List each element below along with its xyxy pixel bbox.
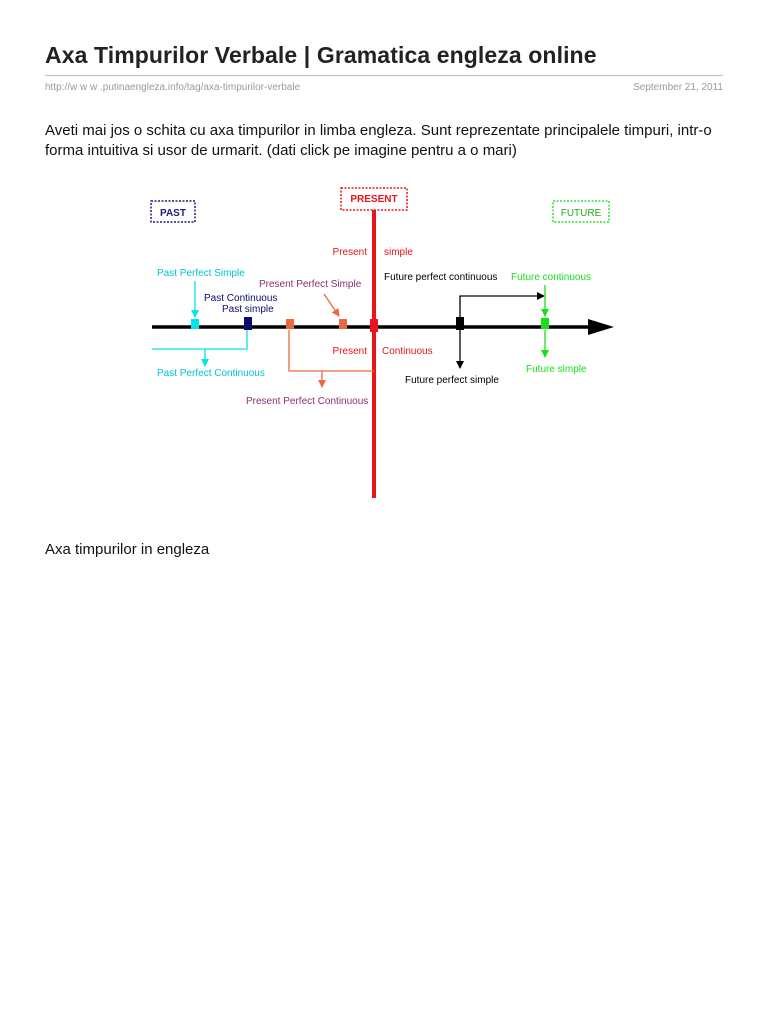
label-past-perfect-simple: Past Perfect Simple (157, 268, 245, 279)
label-future-perfect-simple: Future perfect simple (405, 375, 499, 386)
label-future-perfect-continuous: Future perfect continuous (384, 272, 497, 283)
figure-caption: Axa timpurilor in engleza (45, 541, 210, 558)
tense-axis-svg: PAST PRESENT FUTURE Present simple Past … (150, 187, 614, 498)
label-present-perfect-simple: Present Perfect Simple (259, 279, 362, 290)
publish-date: September 21, 2011 (633, 82, 723, 93)
arrow-present-perfect-simple (323, 293, 340, 317)
label-past-continuous: Past Continuous (204, 293, 277, 304)
label-present-continuous-b: Continuous (382, 346, 433, 357)
arrow-future-perfect-continuous (459, 292, 545, 319)
label-present-simple-b: simple (384, 247, 413, 258)
label-present-simple-a: Present (333, 247, 368, 258)
marker-future-perfect (456, 317, 464, 330)
bracket-past-perfect-continuous (152, 330, 248, 350)
present-box: PRESENT (340, 187, 408, 211)
marker-past-simple (244, 317, 252, 330)
marker-present (370, 319, 378, 332)
label-past-perfect-continuous: Past Perfect Continuous (157, 368, 265, 379)
future-box: FUTURE (552, 200, 610, 223)
title-divider (45, 75, 723, 76)
source-url-link[interactable]: http://w w w .putinaengleza.info/tag/axa… (45, 82, 301, 93)
intro-paragraph: Aveti mai jos o schita cu axa timpurilor… (45, 122, 712, 159)
page-title: Axa Timpurilor Verbale | Gramatica engle… (45, 42, 597, 68)
present-box-label: PRESENT (350, 194, 397, 205)
label-present-perfect-continuous: Present Perfect Continuous (246, 396, 368, 407)
tense-axis-diagram[interactable]: PAST PRESENT FUTURE Present simple Past … (136, 180, 630, 522)
marker-present-perfect-simple (339, 319, 347, 329)
bracket-present-perfect-continuous (288, 330, 374, 372)
label-future-continuous: Future continuous (511, 272, 591, 283)
marker-past-perfect-simple (191, 319, 199, 329)
label-future-simple: Future simple (526, 364, 587, 375)
marker-future-simple (541, 318, 549, 329)
past-box-label: PAST (160, 208, 186, 219)
future-box-label: FUTURE (561, 208, 602, 219)
label-past-simple: Past simple (222, 304, 274, 315)
label-present-continuous-a: Present (333, 346, 368, 357)
past-box: PAST (150, 200, 196, 223)
marker-present-perfect-continuous-start (286, 319, 294, 329)
